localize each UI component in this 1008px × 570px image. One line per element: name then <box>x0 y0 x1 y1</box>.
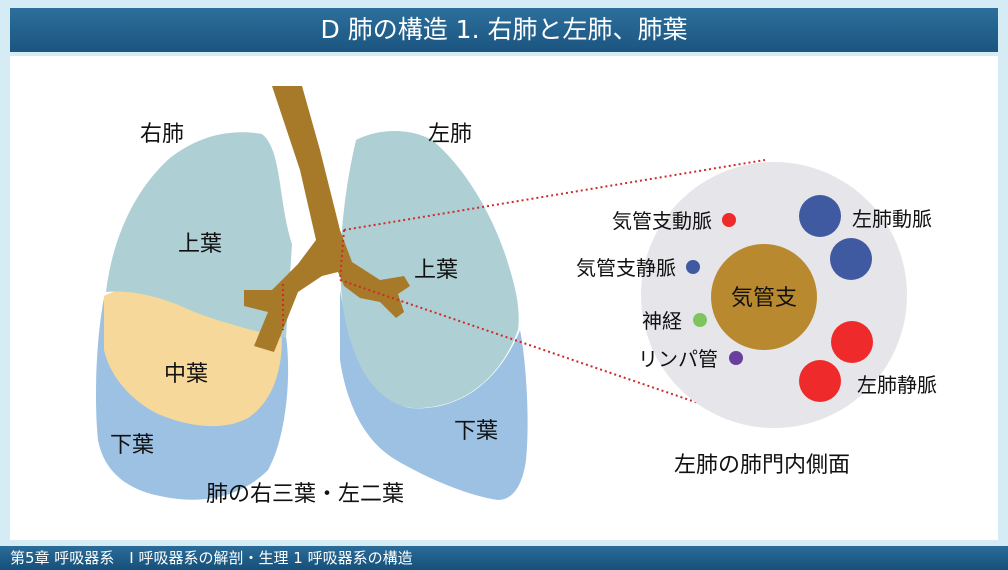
bronchial-artery-dot <box>722 213 736 227</box>
right-middle-lobe-label: 中葉 <box>164 362 208 387</box>
pulmonary-artery-circle-1 <box>799 195 841 237</box>
footer-breadcrumb: 第5章 呼吸器系 I 呼吸器系の解剖・生理 1 呼吸器系の構造 <box>0 546 1008 570</box>
nerve-dot <box>693 313 707 327</box>
nerve-label: 神経 <box>642 309 682 333</box>
slide-title: D 肺の構造 1. 右肺と左肺、肺葉 <box>10 8 998 52</box>
trachea-bronchi <box>244 86 410 352</box>
left-lung-label: 左肺 <box>428 122 472 147</box>
right-lower-lobe-label: 下葉 <box>110 433 154 458</box>
lymph-label: リンパ管 <box>638 347 718 371</box>
left-lower-lobe <box>340 290 528 500</box>
bronchial-vein-label: 気管支静脈 <box>576 256 676 280</box>
right-upper-lobe-label: 上葉 <box>178 232 222 257</box>
left-upper-lobe-label: 上葉 <box>414 258 458 283</box>
pulmonary-vein-circle-2 <box>799 360 841 402</box>
right-upper-lobe <box>106 132 292 338</box>
pulmonary-artery-label: 左肺動脈 <box>852 207 932 231</box>
left-lower-lobe-label: 下葉 <box>454 419 498 444</box>
bronchus-circle <box>711 244 817 350</box>
projection-line-top <box>343 159 766 231</box>
pulmonary-vein-label: 左肺静脈 <box>857 373 937 397</box>
pulmonary-artery-circle-2 <box>830 238 872 280</box>
bronchial-artery-label: 気管支動脈 <box>612 209 712 233</box>
lungs-caption: 肺の右三葉・左二葉 <box>206 482 404 507</box>
right-lung-label: 右肺 <box>140 122 184 147</box>
hilum-mark-left <box>339 229 345 281</box>
bronchus-label: 気管支 <box>731 286 797 311</box>
hilum-caption: 左肺の肺門内側面 <box>674 453 850 478</box>
left-upper-lobe <box>340 131 519 409</box>
lymph-dot <box>729 351 743 365</box>
pulmonary-vein-circle-1 <box>831 321 873 363</box>
bronchial-vein-dot <box>686 260 700 274</box>
